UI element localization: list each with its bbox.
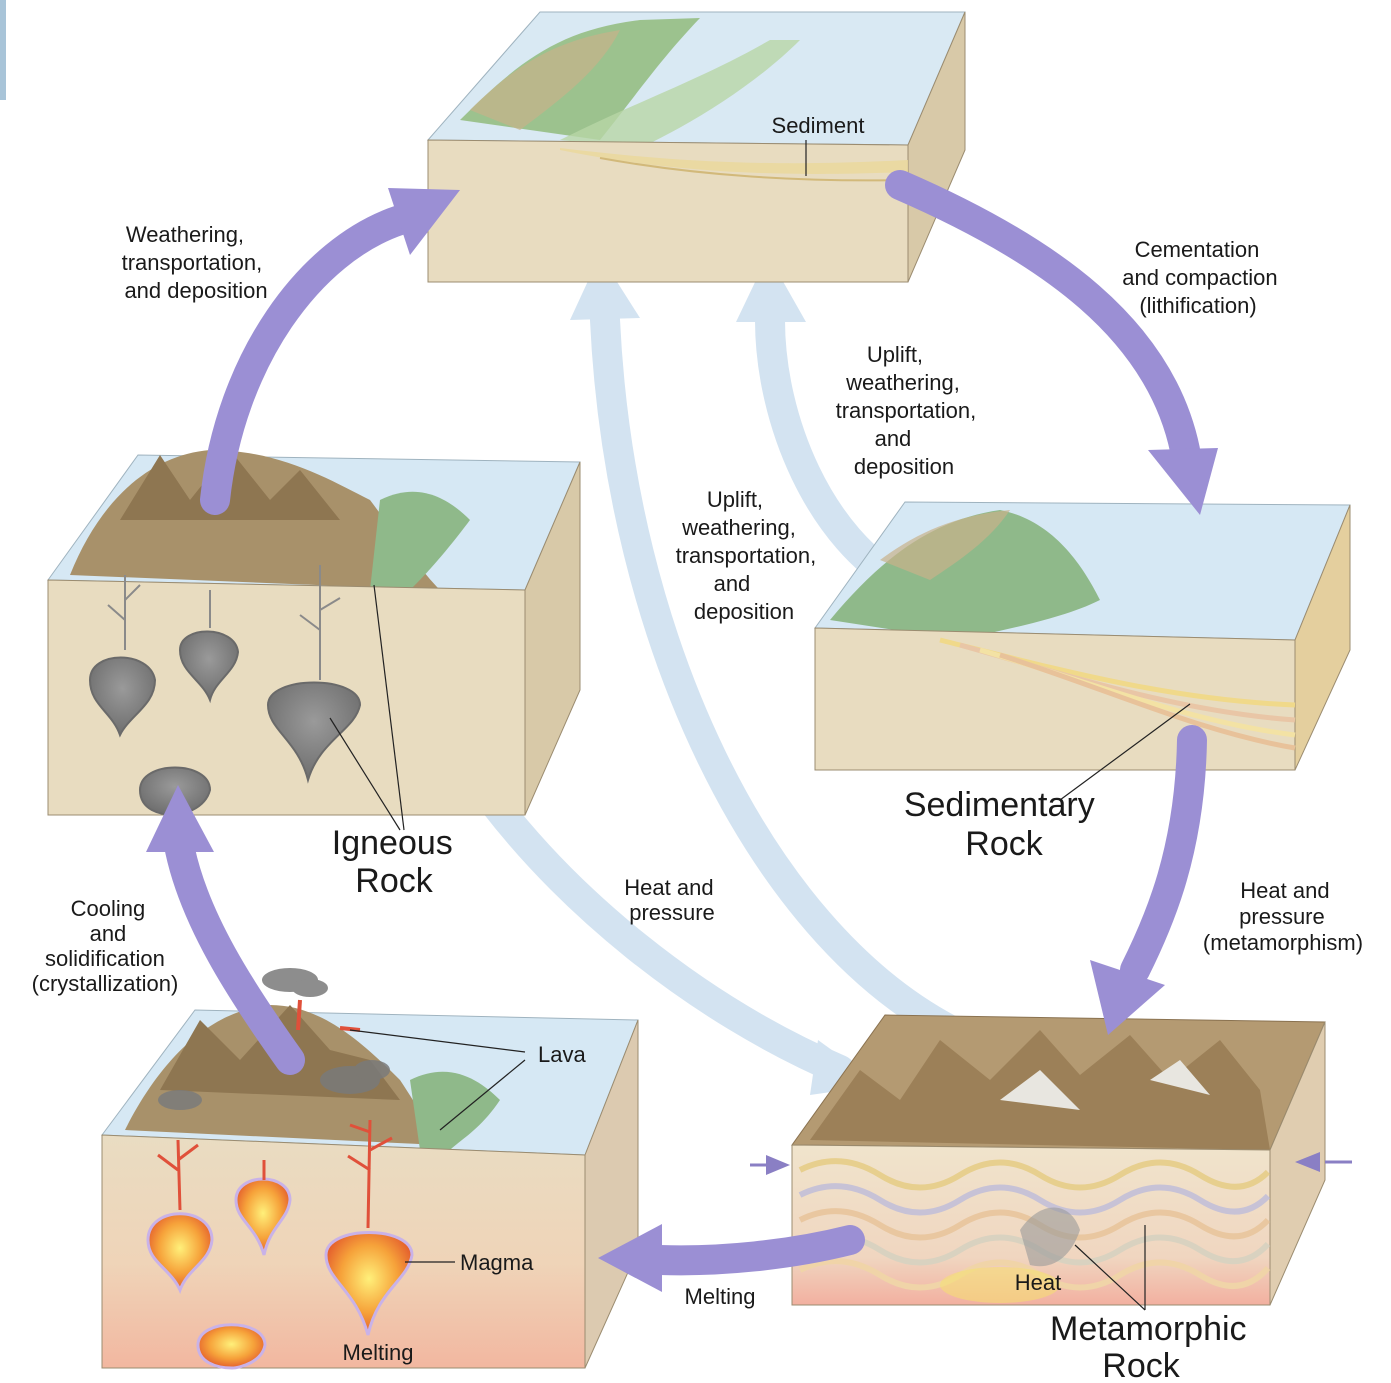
label-heat: Heat — [1015, 1270, 1061, 1295]
label-sedimentary-rock: Sedimentary Rock — [904, 786, 1104, 863]
label-weathering: Weathering, transportation, and depositi… — [122, 222, 269, 303]
label-magma: Magma — [460, 1250, 534, 1275]
label-heat-pressure-center: Heat and pressure — [624, 875, 719, 925]
sediment-block — [428, 12, 965, 282]
label-cooling: Cooling and solidification (crystallizat… — [32, 896, 179, 996]
label-melting-arrow: Melting — [685, 1284, 756, 1309]
arrow-sedimentary-to-metamorphic — [1135, 740, 1192, 970]
label-cementation: Cementation and compaction (lithificatio… — [1122, 237, 1283, 318]
sedimentary-block — [815, 502, 1350, 770]
label-metamorphic-rock: Metamorphic Rock — [1050, 1310, 1256, 1383]
label-uplift-center: Uplift, weathering, transportation, and … — [676, 487, 823, 624]
label-uplift-right: Uplift, weathering, transportation, and … — [836, 342, 983, 479]
label-melting-bottom: Melting — [343, 1340, 414, 1365]
magma-block — [102, 968, 638, 1368]
arrow-metamorphic-to-magma — [660, 1240, 850, 1260]
label-igneous-rock: Igneous Rock — [332, 824, 462, 900]
label-lava: Lava — [538, 1042, 586, 1067]
label-heat-pressure-right: Heat and pressure (metamorphism) — [1203, 878, 1363, 955]
label-sediment: Sediment — [772, 113, 865, 138]
igneous-block — [48, 450, 580, 815]
